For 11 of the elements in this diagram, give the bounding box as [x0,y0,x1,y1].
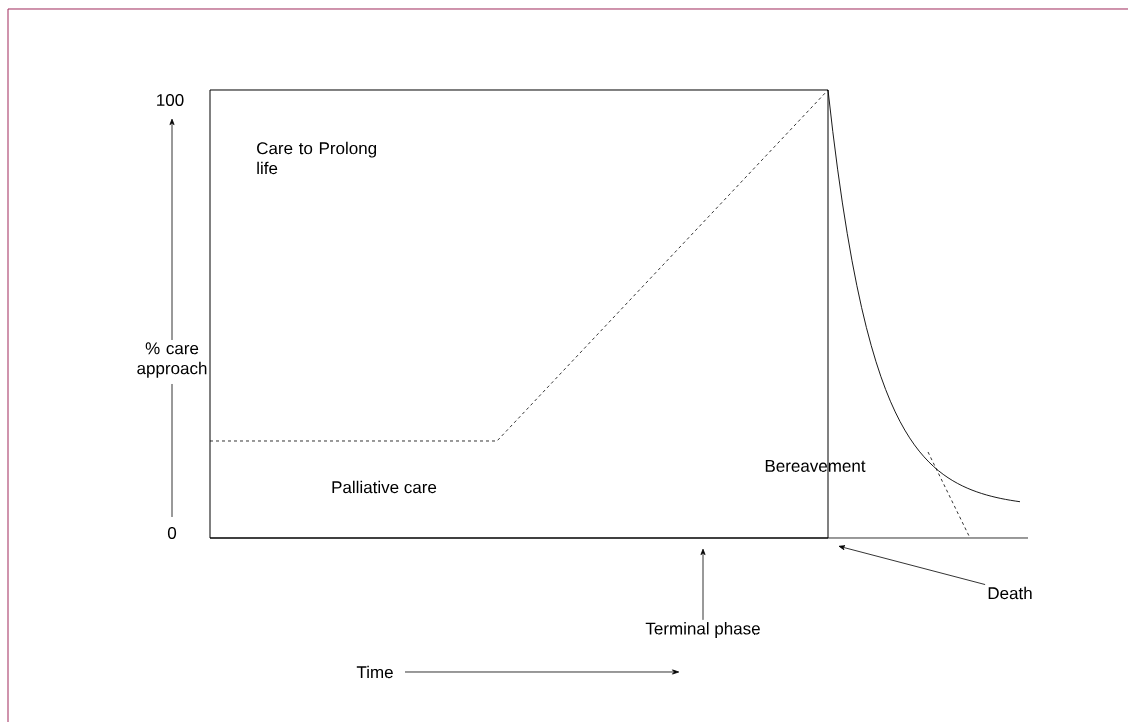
callout-text: Terminal phase [645,622,760,638]
region-label: Palliative care [332,480,437,494]
axis-label: Time [356,665,393,679]
axis-tick-label: 0 [167,526,177,539]
axis-label: % care approach [137,342,207,378]
axis-tick-label: 100 [157,94,184,106]
region-label: Care to Prolong life [257,141,377,175]
leader-line [838,545,986,585]
callout-text: Death [988,586,1032,600]
region-label: Bereavement [765,460,866,472]
leader-line [700,548,706,621]
